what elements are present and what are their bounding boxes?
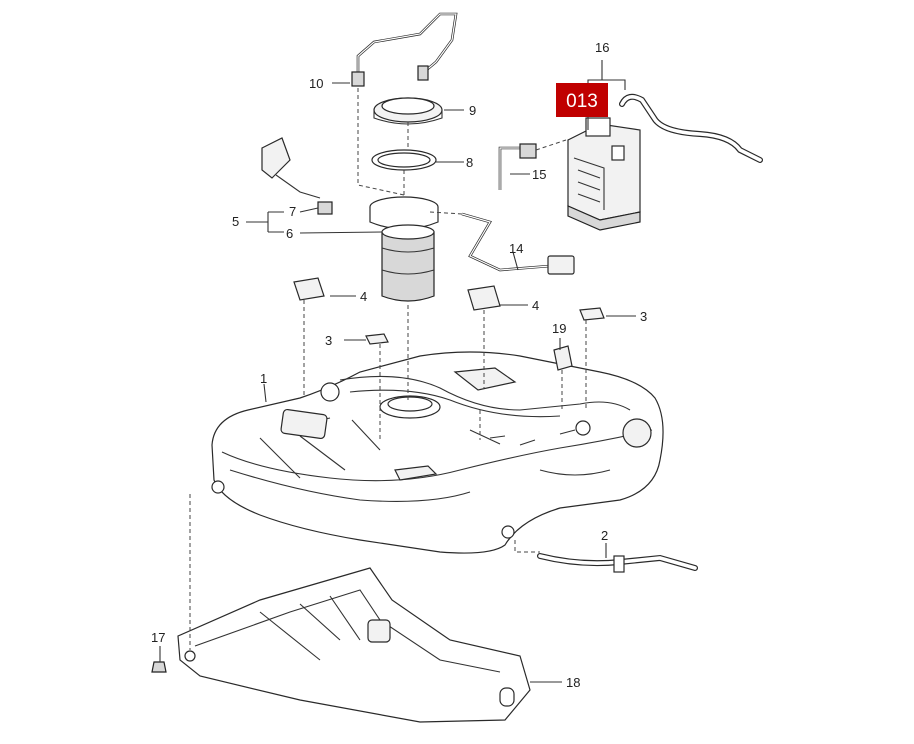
callout-15: 15 [532, 167, 546, 182]
wiring-harness-14 [461, 212, 575, 275]
fuel-feed-hose-2 [537, 553, 698, 573]
callout-4-right: 4 [532, 298, 539, 313]
callout-4-left: 4 [360, 289, 367, 304]
fuel-line-10 [351, 12, 458, 87]
callout-2: 2 [601, 528, 608, 543]
vent-line-15 [498, 143, 537, 190]
callout-3-left: 3 [325, 333, 332, 348]
callout-labels: 1 2 3 3 4 4 5 6 7 8 9 10 14 15 16 17 18 … [151, 40, 647, 690]
badge-background [556, 83, 608, 117]
badge-label: 013 [566, 91, 598, 112]
callout-9: 9 [469, 103, 476, 118]
lock-ring-9 [373, 97, 443, 125]
callout-17: 17 [151, 630, 165, 645]
callout-18: 18 [566, 675, 580, 690]
skid-plate-18 [177, 567, 531, 723]
seal-ring-8 [371, 149, 437, 171]
gaskets-3-4 [293, 277, 605, 371]
callout-6: 6 [286, 226, 293, 241]
callout-8: 8 [466, 155, 473, 170]
highlight-badge: 013 [556, 83, 608, 117]
fuel-tank [211, 351, 664, 554]
callout-7: 7 [289, 204, 296, 219]
callout-10: 10 [309, 76, 323, 91]
callout-19: 19 [552, 321, 566, 336]
callout-3-right: 3 [640, 309, 647, 324]
callout-1: 1 [260, 371, 267, 386]
level-sensor-7 [261, 137, 333, 215]
callout-14: 14 [509, 241, 523, 256]
vent-hose-16 [619, 93, 763, 163]
callout-16: 16 [595, 40, 609, 55]
fuel-pump-module [369, 196, 439, 302]
evap-canister-16 [567, 117, 641, 231]
callout-5: 5 [232, 214, 239, 229]
bolt-17 [151, 661, 167, 673]
assembly-lines [189, 88, 587, 650]
